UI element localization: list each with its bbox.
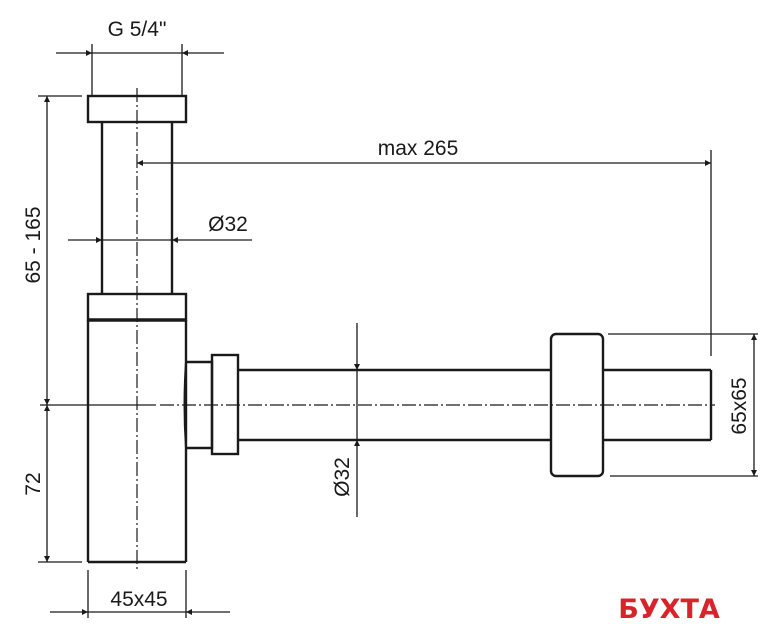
- thread-size-label: G 5/4": [108, 18, 167, 41]
- body-size-label: 45x45: [110, 588, 167, 611]
- escutcheon-size-label: 65x65: [728, 377, 751, 434]
- vertical-pipe-diameter-label: Ø32: [208, 213, 248, 236]
- buhta-logo: БУХТА: [618, 594, 720, 625]
- siphon-outline: [86, 94, 713, 564]
- centerlines: [40, 88, 715, 570]
- max-length-label: max 265: [378, 137, 459, 160]
- height-range-label: 65 - 165: [22, 206, 45, 283]
- lower-height-label: 72: [22, 472, 45, 495]
- dimension-lines: [38, 44, 758, 618]
- horizontal-pipe-diameter-label: Ø32: [331, 457, 354, 497]
